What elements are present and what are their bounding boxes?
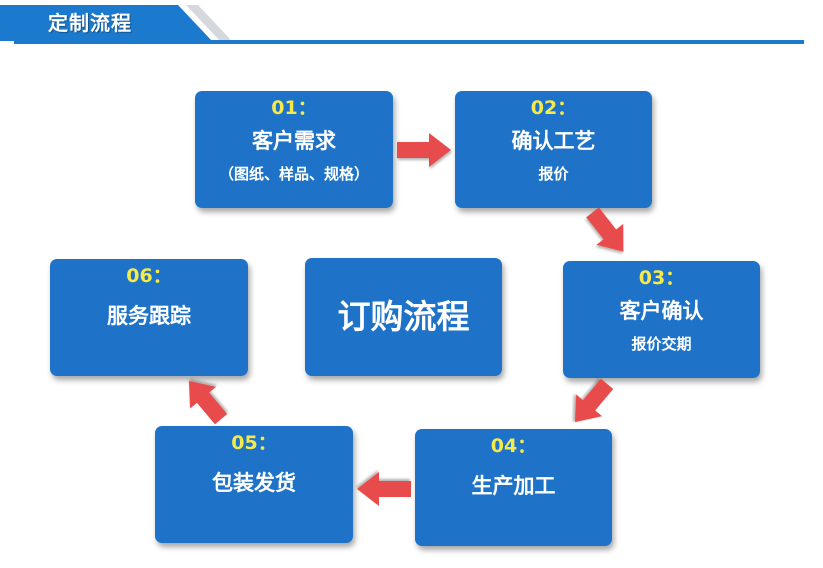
header-underline <box>14 40 804 44</box>
arrow-right-icon <box>397 133 451 167</box>
step-01-number: 01： <box>271 97 317 119</box>
step-04-number: 04： <box>490 435 537 457</box>
step-02-title: 确认工艺 <box>511 129 596 153</box>
step-06-title: 服务跟踪 <box>107 304 191 328</box>
step-02-box: 02： 确认工艺 报价 <box>455 91 652 208</box>
step-06-box: 06： 服务跟踪 <box>50 259 248 376</box>
step-06-number: 06： <box>126 265 172 287</box>
arrow-up-left-icon <box>188 380 228 425</box>
page-title: 定制流程 <box>48 11 132 35</box>
step-03-box: 03： 客户确认 报价交期 <box>563 261 760 378</box>
step-03-subtitle: 报价交期 <box>631 335 692 353</box>
step-05-title: 包装发货 <box>212 471 296 495</box>
arrow-down-right-icon <box>586 207 624 252</box>
arrow-down-left-icon <box>574 378 614 423</box>
step-02-subtitle: 报价 <box>538 165 569 183</box>
step-04-box: 04： 生产加工 <box>415 429 612 546</box>
step-01-box: 01： 客户需求 （图纸、样品、规格） <box>195 91 393 208</box>
step-01-subtitle: （图纸、样品、规格） <box>218 165 369 183</box>
arrow-left-icon <box>357 472 411 506</box>
step-03-title: 客户确认 <box>619 299 704 323</box>
step-04-title: 生产加工 <box>471 474 556 498</box>
step-05-number: 05： <box>231 432 277 454</box>
step-03-number: 03： <box>638 267 685 289</box>
center-title-box: 订购流程 <box>305 258 502 376</box>
header-tab <box>0 5 212 41</box>
step-01-title: 客户需求 <box>252 129 336 153</box>
step-05-box: 05： 包装发货 <box>155 426 353 543</box>
step-02-number: 02： <box>530 97 577 119</box>
